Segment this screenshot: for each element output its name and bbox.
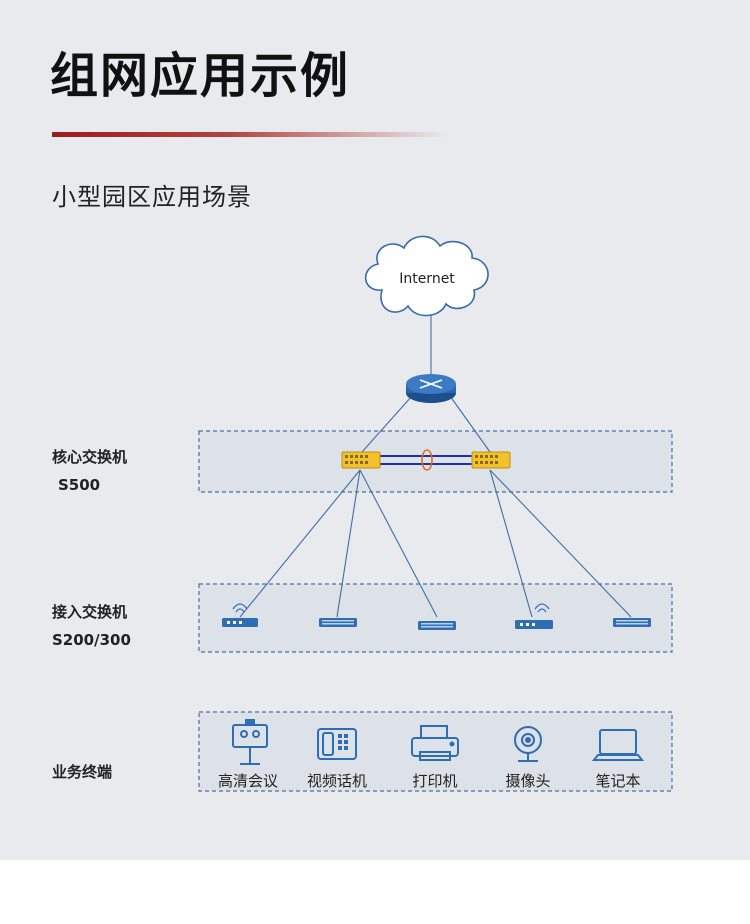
core-layer-box [198,430,673,493]
terminal-label-video-phone: 视频话机 [306,772,367,790]
internet-label: Internet [399,271,455,287]
access-switch-5-icon [613,618,651,627]
terminal-label-laptop: 笔记本 [595,772,641,790]
core1-access1-link [239,469,361,618]
network-diagram: Internet [198,235,673,792]
access-switch-3-icon [418,621,456,630]
core1-access2-link [336,469,361,618]
title-underline [52,132,447,137]
access-switch-4-icon [515,603,553,629]
video-phone-icon [317,728,357,760]
terminal-label-camera: 摄像头 [505,772,551,790]
page-title: 组网应用示例 [50,48,351,104]
laptop-icon [591,729,645,761]
core-switch-2-icon [471,451,511,469]
access-layer-name: 接入交换机 [52,603,128,621]
access-layer-model: S200/300 [52,631,131,649]
stack-link [378,449,474,471]
router-core1-link [361,395,413,453]
internet-cloud-icon: Internet [364,235,489,317]
network-links [239,312,632,618]
core-layer-model: S500 [58,476,101,494]
terminal-label-conference: 高清会议 [217,772,278,790]
access-layer-box [198,583,673,653]
router-core2-link [449,395,491,453]
access-switch-1-icon [222,603,258,627]
core-layer-name: 核心交换机 [52,448,128,466]
scenario-subtitle: 小型园区应用场景 [52,183,252,211]
core2-access5-link [489,469,632,618]
terminal-layer-name: 业务终端 [52,763,113,781]
core1-access3-link [359,469,438,618]
access-switch-2-icon [319,618,357,627]
core2-access4-link [489,469,533,618]
core-switch-1-icon [341,451,381,469]
camera-icon [514,726,542,762]
router-icon [406,374,456,403]
terminal-label-printer: 打印机 [412,772,458,790]
video-conference-icon [232,719,268,765]
printer-icon [411,725,459,761]
